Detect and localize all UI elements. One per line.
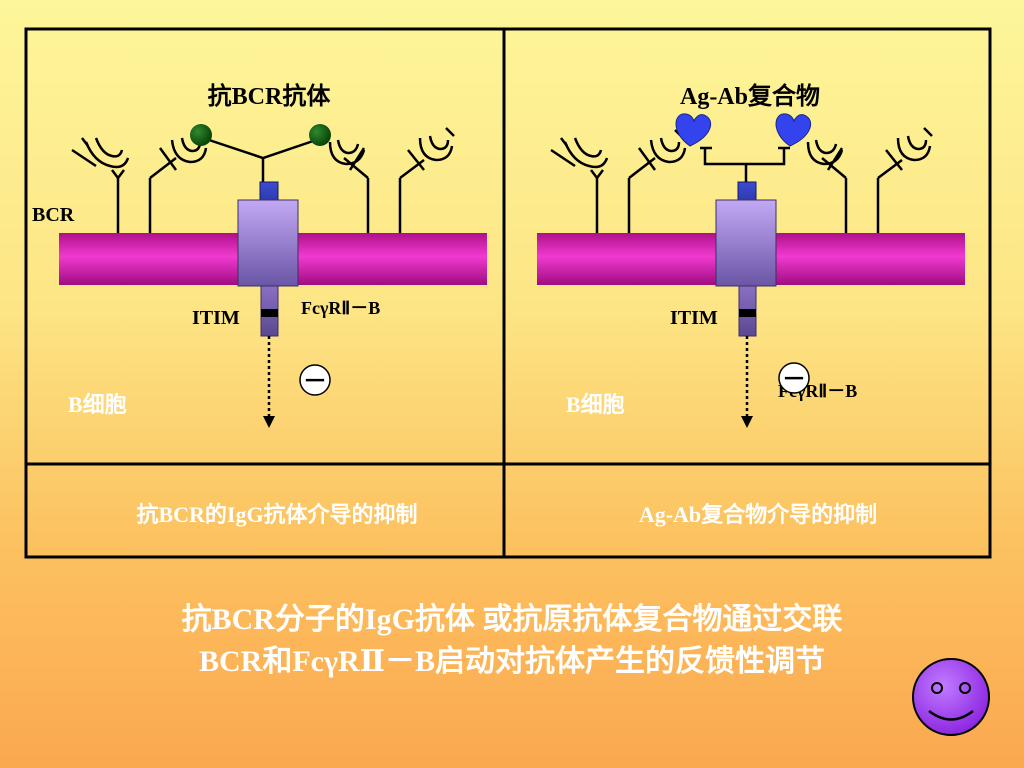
left-panel: － 抗BCR抗体 BCR ITIM FcγRⅡ－B B细胞 抗BCR的IgG抗体… [32,82,487,527]
fc-gamma-receptor [715,181,777,428]
right-panel-title: Ag-Ab复合物 [680,82,820,110]
antigen-heart-icon [775,113,812,147]
signal-arrow-icon [741,416,753,428]
itim-motif [261,309,278,317]
bcr-receptor [71,137,130,233]
minus-circle-icon [778,362,810,394]
itim-motif [739,309,756,317]
bcr-receptor [550,137,609,233]
cell-label: B细胞 [566,392,625,417]
receptor-label: FcγRⅡ－B [301,298,380,318]
caption-line-1: 抗BCR分子的IgG抗体 或抗原抗体复合物通过交联 [181,603,843,636]
bcr-receptor [797,127,848,233]
bcr-receptor [876,127,933,233]
antibody-binding-site [190,124,212,146]
ag-ab-complex [675,113,812,182]
bcr-receptor [398,127,455,233]
bcr-receptor [319,127,370,233]
left-panel-footer: 抗BCR的IgG抗体介导的抑制 [136,502,417,527]
minus-sign: － [782,367,806,393]
bcr-label: BCR [32,204,75,226]
diagram-table [24,27,992,559]
fc-gamma-receptor [237,181,299,428]
anti-bcr-antibody [190,124,331,182]
itim-label: ITIM [670,307,718,329]
left-panel-title: 抗BCR抗体 [208,82,332,110]
antibody-binding-site [309,124,331,146]
itim-label: ITIM [192,307,240,329]
cell-label: B细胞 [68,392,127,417]
signal-arrow-icon [263,416,275,428]
right-panel-footer: Ag-Ab复合物介导的抑制 [639,502,877,527]
bcr-receptor [627,129,687,233]
minus-circle-icon [299,364,331,396]
smiley-face-icon [912,658,990,736]
antigen-heart-icon [675,113,712,147]
right-panel: FcγRⅡ－B － Ag-Ab复合物 ITIM B细胞 Ag-Ab复合物介导的抑… [537,82,965,527]
caption-line-2: BCR和FcγRⅡ－B启动对抗体产生的反馈性调节 [199,645,825,678]
minus-sign: － [303,369,327,395]
